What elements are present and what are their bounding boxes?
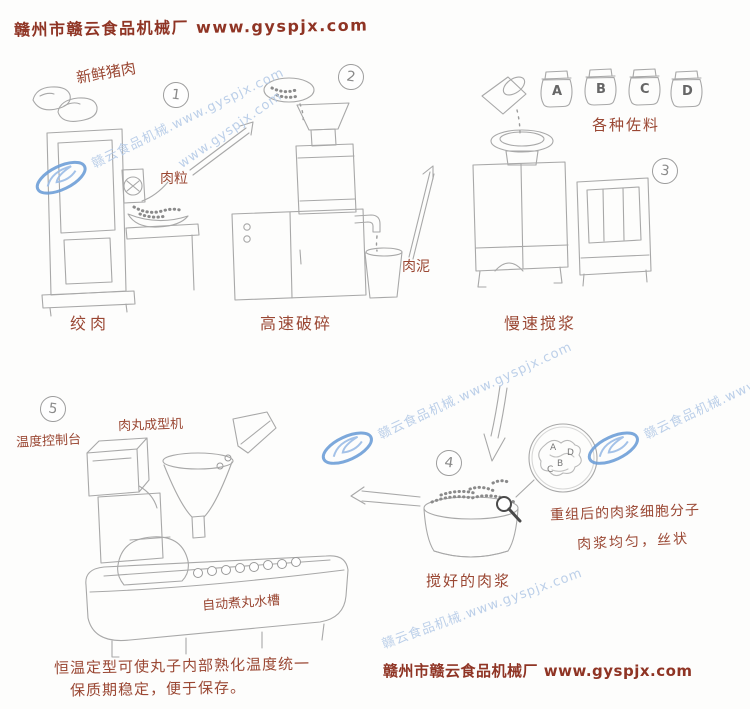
fresh-pork-drawing <box>32 86 98 122</box>
zoom-letter-b: B <box>557 459 564 469</box>
zoom-circle-drawing <box>515 423 598 498</box>
footer-brand: 赣州市赣云食品机械厂 www.gyspjx.com <box>383 662 693 680</box>
footer-note-line2: 保质期稳定，便于保存。 <box>69 678 247 700</box>
page-title: 赣州市赣云食品机械厂 www.gyspjx.com <box>13 15 369 40</box>
meat-particles-label: 肉粒 <box>160 171 188 187</box>
forming-machine-label: 肉丸成型机 <box>117 416 184 435</box>
zoom-letter-d: D <box>567 448 574 458</box>
arrow-to-step4 <box>483 385 508 462</box>
step-4-caption: 搅好的肉浆 <box>426 572 512 590</box>
meat-paste-label: 肉泥 <box>402 259 430 275</box>
cooking-trough-drawing <box>85 555 349 658</box>
watermark-logo <box>587 431 639 465</box>
temperature-console-label: 温度控制台 <box>15 432 82 451</box>
zoom-letter-c: C <box>547 465 554 475</box>
mixer-machine-drawing <box>472 76 652 288</box>
step-3-caption: 慢速搅浆 <box>504 314 577 333</box>
seasoning-jars-drawing <box>540 68 703 108</box>
magnifier-icon <box>496 496 522 523</box>
watermark: 赣云食品机械.www.gyspjx.com <box>316 331 576 472</box>
step-2-caption: 高速破碎 <box>260 314 333 333</box>
watermark-logo <box>35 160 87 195</box>
arrow-step2-to-step3 <box>408 165 435 260</box>
watermark: 赣云食品机械.www.gyspjx.com <box>582 331 750 472</box>
step-1-caption: 绞肉 <box>70 314 111 333</box>
watermark: 赣云食品机械.www.gyspjx.com <box>30 57 289 202</box>
footer-note-line1: 恒温定型可使丸子内部熟化温度统一 <box>53 654 311 678</box>
watermark-logo <box>321 431 373 465</box>
jar-letter-a: A <box>552 84 563 99</box>
jar-letter-c: C <box>640 82 650 97</box>
meat-paste-basin-drawing <box>423 479 519 558</box>
meat-grinder-drawing <box>41 128 200 317</box>
zoom-letter-a: A <box>550 443 557 453</box>
jar-letter-b: B <box>596 82 606 97</box>
jar-letter-d: D <box>682 84 693 99</box>
forming-machine-drawing <box>86 411 277 586</box>
arrow-step1-to-step2 <box>189 121 254 176</box>
seasonings-label: 各种佐料 <box>592 116 661 134</box>
crusher-machine-drawing <box>231 77 403 301</box>
arrow-step4-to-step5 <box>350 486 421 507</box>
